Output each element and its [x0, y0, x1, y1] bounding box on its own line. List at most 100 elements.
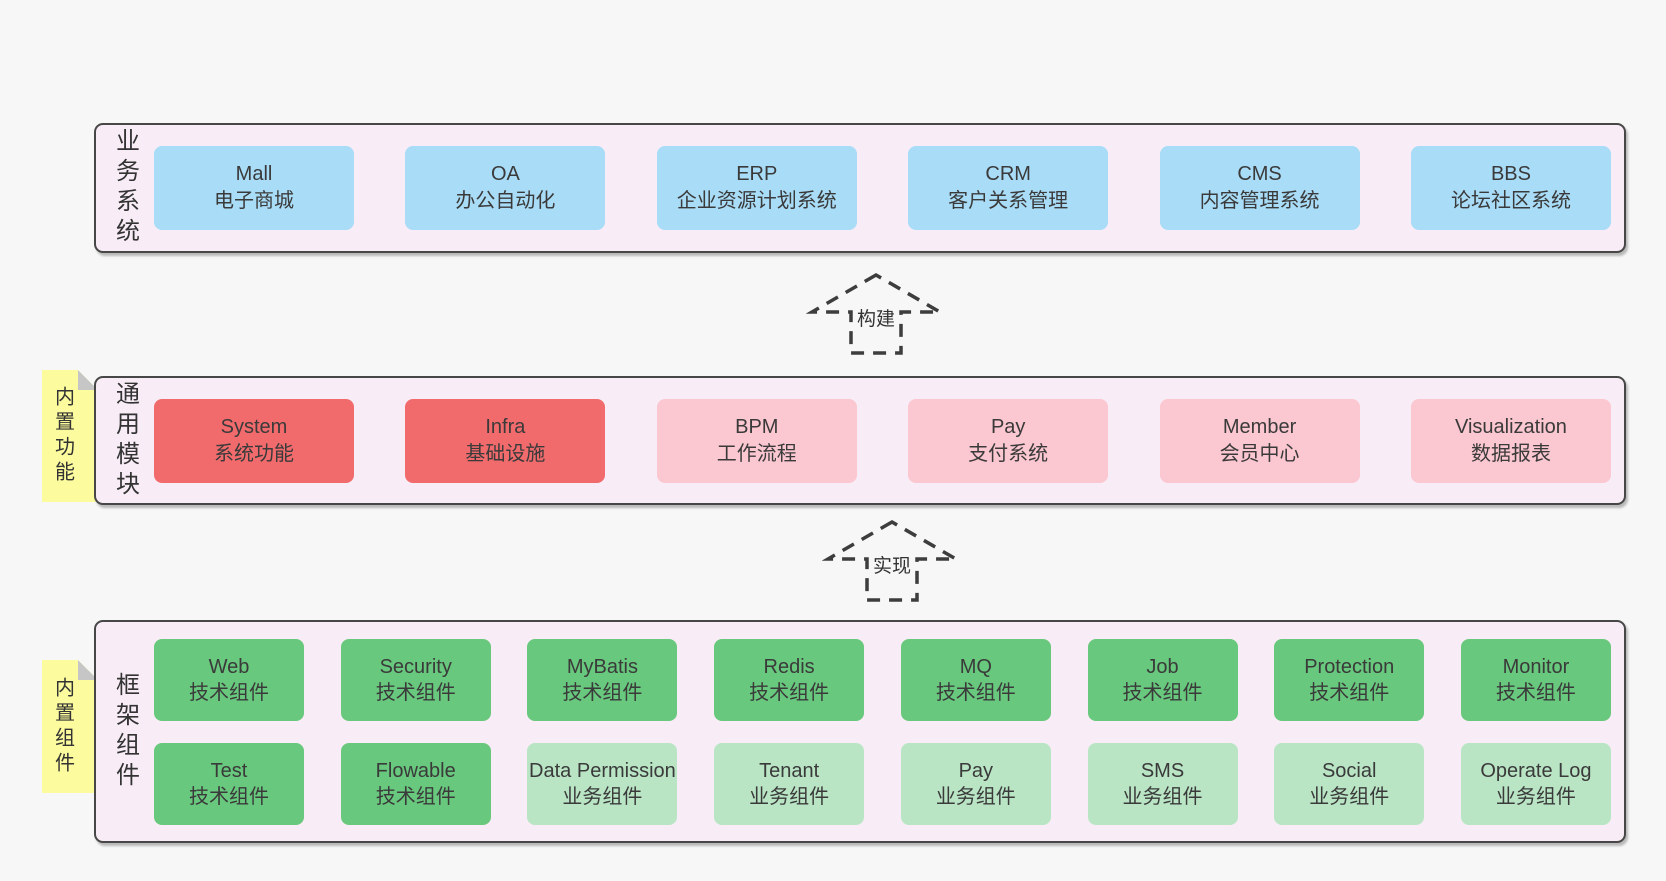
box-title: Redis — [763, 655, 815, 678]
sticky-note-built-in-components: 内置组件 — [42, 660, 98, 793]
box-subtitle: 技术组件 — [562, 681, 643, 704]
box-subtitle: 客户关系管理 — [948, 190, 1069, 212]
box-subtitle: 论坛社区系统 — [1450, 190, 1571, 212]
box-title: CRM — [985, 163, 1031, 185]
box-subtitle: 技术组件 — [189, 681, 269, 704]
box-title: Flowable — [375, 759, 456, 782]
layer-side-label-text: 框架组件 — [111, 671, 139, 792]
box-subtitle: 系统功能 — [214, 442, 294, 465]
box-title: Operate Log — [1480, 759, 1592, 782]
box-subtitle: 技术组件 — [375, 785, 456, 808]
box-title: System — [220, 415, 288, 438]
note-text: 内置功能 — [51, 386, 74, 486]
layer-side-label: 框架组件 — [96, 622, 154, 841]
box-title: MQ — [959, 655, 992, 678]
box-subtitle: 业务组件 — [935, 785, 1016, 808]
box-flowable: Flowable 技术组件 — [340, 742, 491, 825]
box-title: Mall — [235, 163, 273, 185]
box-system: System 系统功能 — [154, 398, 354, 483]
box-subtitle: 业务组件 — [749, 785, 830, 808]
box-protection: Protection 技术组件 — [1274, 638, 1425, 721]
layer-side-label-text: 业务系统 — [111, 128, 139, 248]
box-mq: MQ 技术组件 — [900, 638, 1051, 721]
box-title: ERP — [736, 163, 778, 185]
box-title: SMS — [1140, 759, 1185, 782]
box-crm: CRM 客户关系管理 — [908, 146, 1109, 230]
box-title: Web — [208, 655, 250, 678]
box-subtitle: 技术组件 — [1495, 681, 1576, 704]
arrow-up-icon — [806, 272, 946, 355]
box-title: Pay — [958, 759, 994, 782]
box-subtitle: 技术组件 — [1122, 681, 1203, 704]
box-mybatis: MyBatis 技术组件 — [527, 638, 678, 721]
note-text: 内置组件 — [51, 676, 74, 777]
box-web: Web 技术组件 — [154, 638, 304, 721]
box-operate-log: Operate Log 业务组件 — [1460, 742, 1611, 825]
box-subtitle: 技术组件 — [375, 681, 456, 704]
box-cms: CMS 内容管理系统 — [1159, 146, 1360, 230]
box-subtitle: 技术组件 — [935, 681, 1016, 704]
box-subtitle: 电子商城 — [214, 190, 294, 212]
layer-side-label: 通用模块 — [96, 378, 154, 503]
box-subtitle: 技术组件 — [1309, 681, 1390, 704]
layer-side-label: 业务系统 — [96, 125, 154, 251]
box-subtitle: 技术组件 — [189, 785, 269, 808]
box-title: MyBatis — [566, 655, 638, 678]
box-redis: Redis 技术组件 — [714, 638, 865, 721]
box-title: Visualization — [1454, 415, 1567, 438]
box-title: Test — [210, 759, 248, 782]
box-sms: SMS 业务组件 — [1087, 742, 1238, 825]
arrow-up-icon — [822, 519, 962, 602]
box-mall: Mall 电子商城 — [154, 146, 354, 230]
box-pay: Pay 业务组件 — [900, 742, 1051, 825]
box-title: Monitor — [1502, 655, 1570, 678]
arrow-label: 实现 — [870, 551, 914, 578]
box-tenant: Tenant 业务组件 — [714, 742, 865, 825]
box-subtitle: 业务组件 — [1495, 785, 1576, 808]
box-subtitle: 基础设施 — [465, 442, 546, 465]
box-subtitle: 业务组件 — [1122, 785, 1203, 808]
box-visualization: Visualization 数据报表 — [1410, 398, 1611, 483]
box-test: Test 技术组件 — [154, 742, 304, 825]
box-subtitle: 工作流程 — [716, 442, 797, 465]
box-subtitle: 支付系统 — [968, 442, 1049, 465]
box-title: Job — [1146, 655, 1179, 678]
box-subtitle: 内容管理系统 — [1199, 190, 1320, 212]
box-monitor: Monitor 技术组件 — [1460, 638, 1611, 721]
box-title: Member — [1222, 415, 1297, 438]
box-subtitle: 业务组件 — [1309, 785, 1390, 808]
box-title: BPM — [735, 415, 779, 438]
build-arrow: 构建 — [806, 271, 946, 357]
sticky-note-built-in-functions: 内置功能 — [42, 370, 98, 502]
box-title: Tenant — [759, 759, 820, 782]
box-title: Protection — [1304, 655, 1395, 678]
box-title: Infra — [485, 415, 526, 438]
box-subtitle: 业务组件 — [562, 785, 643, 808]
box-subtitle: 技术组件 — [749, 681, 830, 704]
box-title: CMS — [1237, 163, 1282, 185]
box-bpm: BPM 工作流程 — [656, 398, 857, 483]
box-title: OA — [490, 163, 520, 185]
layer-side-label-text: 通用模块 — [111, 380, 139, 501]
box-job: Job 技术组件 — [1087, 638, 1238, 721]
box-subtitle: 数据报表 — [1470, 442, 1551, 465]
arrow-label: 构建 — [854, 304, 898, 331]
implement-arrow: 实现 — [822, 518, 962, 604]
